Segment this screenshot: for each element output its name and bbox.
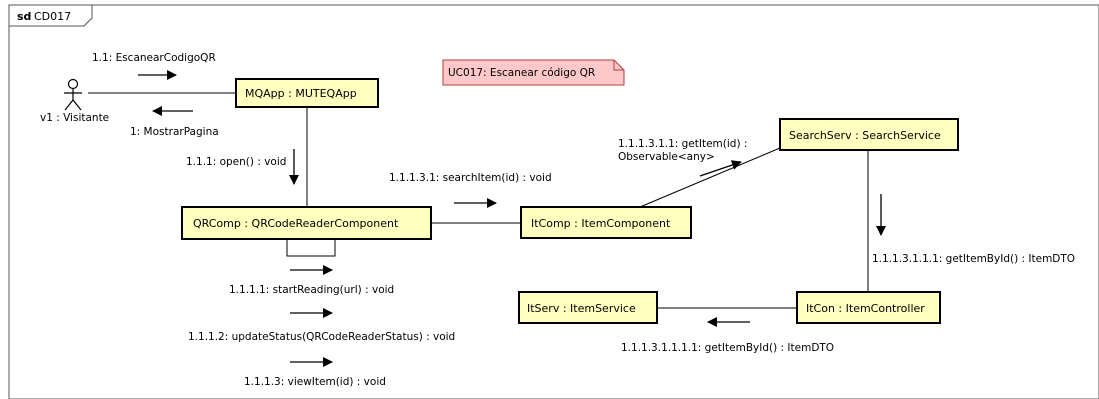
lifeline-itcon-label: ItCon : ItemController xyxy=(806,302,925,315)
self-loop-qrcomp xyxy=(286,239,336,257)
msg-getitembyid: 1.1.1.3.1.1.1: getItemById() : ItemDTO xyxy=(872,253,1075,265)
msg-getitem-line2: Observable<any> xyxy=(618,151,715,163)
msg-1: 1: MostrarPagina xyxy=(130,126,219,138)
link-itcomp-searchserv xyxy=(639,147,781,208)
lifeline-itserv-label: ItServ : ItemService xyxy=(527,302,636,315)
diagram-frame: sd CD017 xyxy=(8,4,1099,399)
frame-title: CD017 xyxy=(34,10,71,23)
frame-keyword: sd xyxy=(17,10,31,23)
lifeline-itcomp-label: ItComp : ItemComponent xyxy=(531,217,671,230)
lifeline-qrcomp-label: QRComp : QRCodeReaderComponent xyxy=(193,217,399,230)
actor-head-icon xyxy=(67,78,79,90)
note-text: UC017: Escanear código QR xyxy=(448,67,595,79)
message-arrows xyxy=(138,70,886,367)
note-uc017: UC017: Escanear código QR xyxy=(442,59,625,86)
connection-lines xyxy=(88,92,869,309)
msg-updatestatus: 1.1.1.2: updateStatus(QRCodeReaderStatus… xyxy=(188,331,455,343)
msg-getitem-line1: 1.1.1.3.1.1: getItem(id) : xyxy=(618,138,747,150)
lifeline-itserv: ItServ : ItemService xyxy=(518,291,658,324)
lifeline-searchserv-label: SearchServ : SearchService xyxy=(789,129,941,142)
msg-1-1-1: 1.1.1: open() : void xyxy=(186,156,286,168)
msg-1-1-1-3-1: 1.1.1.3.1: searchItem(id) : void xyxy=(389,172,552,184)
lifeline-mqapp-label: MQApp : MUTEQApp xyxy=(245,87,357,100)
actor-visitante xyxy=(64,78,82,111)
actor-label: v1 : Visitante xyxy=(40,112,109,124)
lifeline-mqapp: MQApp : MUTEQApp xyxy=(235,78,379,108)
msg-startreading: 1.1.1.1: startReading(url) : void xyxy=(229,284,394,296)
msg-viewitem: 1.1.1.3: viewItem(id) : void xyxy=(244,376,386,388)
lifeline-itcomp: ItComp : ItemComponent xyxy=(520,206,692,239)
msg-1-1: 1.1: EscanearCodigoQR xyxy=(92,52,216,64)
lifeline-searchserv: SearchServ : SearchService xyxy=(779,118,959,151)
arrow-getitem xyxy=(699,160,742,177)
lifeline-qrcomp: QRComp : QRCodeReaderComponent xyxy=(181,206,432,240)
lifeline-itcon: ItCon : ItemController xyxy=(796,291,941,324)
message-labels: 1.1: EscanearCodigoQR 1: MostrarPagina 1… xyxy=(92,52,1075,388)
msg-getitembyid-2: 1.1.1.3.1.1.1.1: getItemById() : ItemDTO xyxy=(621,342,834,354)
